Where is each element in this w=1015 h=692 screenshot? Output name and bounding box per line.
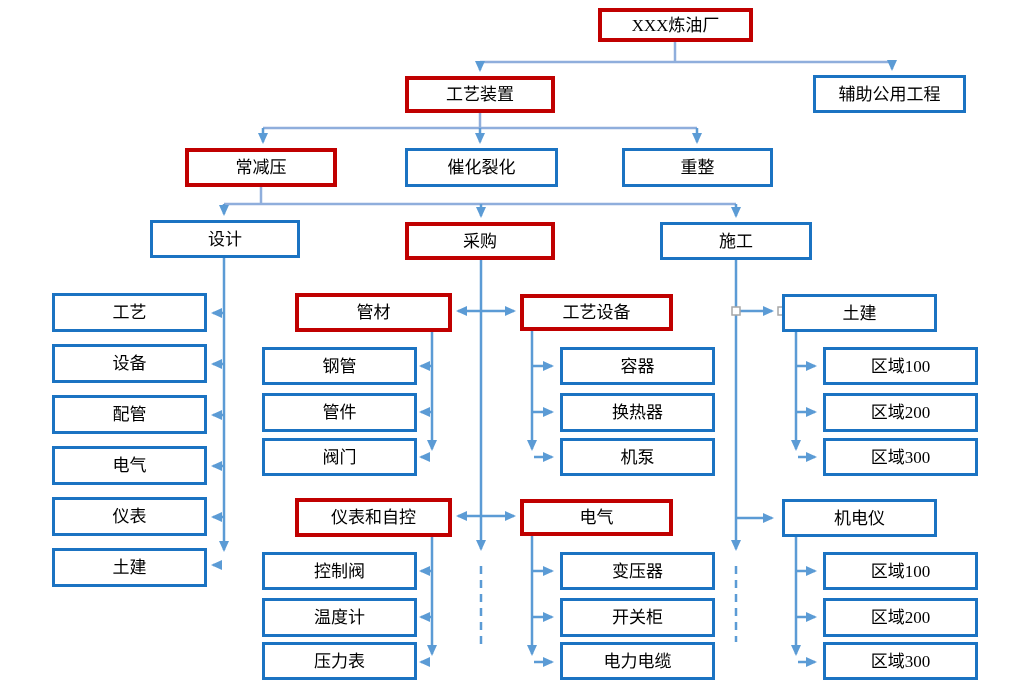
node-civil-area[interactable]: 区域100 xyxy=(823,347,978,385)
node-equipment-child[interactable]: 换热器 xyxy=(560,393,715,432)
node-phase-design[interactable]: 设计 xyxy=(150,220,300,258)
node-piping-child[interactable]: 管件 xyxy=(262,393,417,432)
node-design-child[interactable]: 土建 xyxy=(52,548,207,587)
node-design-child[interactable]: 仪表 xyxy=(52,497,207,536)
node-group-electrical[interactable]: 电气 xyxy=(520,499,673,536)
node-refinery-root[interactable]: XXX炼油厂 xyxy=(598,8,753,42)
node-group-mech-elec-instr[interactable]: 机电仪 xyxy=(782,499,937,537)
node-instrument-child[interactable]: 控制阀 xyxy=(262,552,417,590)
node-civil-area[interactable]: 区域200 xyxy=(823,393,978,432)
node-design-child[interactable]: 设备 xyxy=(52,344,207,383)
node-electrical-child[interactable]: 开关柜 xyxy=(560,598,715,637)
node-design-child[interactable]: 电气 xyxy=(52,446,207,485)
node-mei-area[interactable]: 区域200 xyxy=(823,598,978,637)
node-group-piping-material[interactable]: 管材 xyxy=(295,293,452,332)
node-design-child[interactable]: 配管 xyxy=(52,395,207,434)
node-equipment-child[interactable]: 容器 xyxy=(560,347,715,385)
node-mei-area[interactable]: 区域300 xyxy=(823,642,978,680)
node-civil-area[interactable]: 区域300 xyxy=(823,438,978,476)
node-phase-construction[interactable]: 施工 xyxy=(660,222,812,260)
node-group-instrumentation[interactable]: 仪表和自控 xyxy=(295,498,452,537)
node-electrical-child[interactable]: 电力电缆 xyxy=(560,642,715,680)
node-unit-fcc[interactable]: 催化裂化 xyxy=(405,148,558,187)
node-piping-child[interactable]: 阀门 xyxy=(262,438,417,476)
node-instrument-child[interactable]: 压力表 xyxy=(262,642,417,680)
node-auxiliary-utilities[interactable]: 辅助公用工程 xyxy=(813,75,966,113)
node-equipment-child[interactable]: 机泵 xyxy=(560,438,715,476)
node-process-units[interactable]: 工艺装置 xyxy=(405,76,555,113)
node-design-child[interactable]: 工艺 xyxy=(52,293,207,332)
node-unit-reforming[interactable]: 重整 xyxy=(622,148,773,187)
node-instrument-child[interactable]: 温度计 xyxy=(262,598,417,637)
node-phase-procurement[interactable]: 采购 xyxy=(405,222,555,260)
node-piping-child[interactable]: 钢管 xyxy=(262,347,417,385)
node-electrical-child[interactable]: 变压器 xyxy=(560,552,715,590)
node-mei-area[interactable]: 区域100 xyxy=(823,552,978,590)
connector-endpoint-handle[interactable] xyxy=(731,306,741,316)
node-unit-cdu[interactable]: 常减压 xyxy=(185,148,337,187)
node-group-process-equipment[interactable]: 工艺设备 xyxy=(520,294,673,331)
node-group-civil-works[interactable]: 土建 xyxy=(782,294,937,332)
